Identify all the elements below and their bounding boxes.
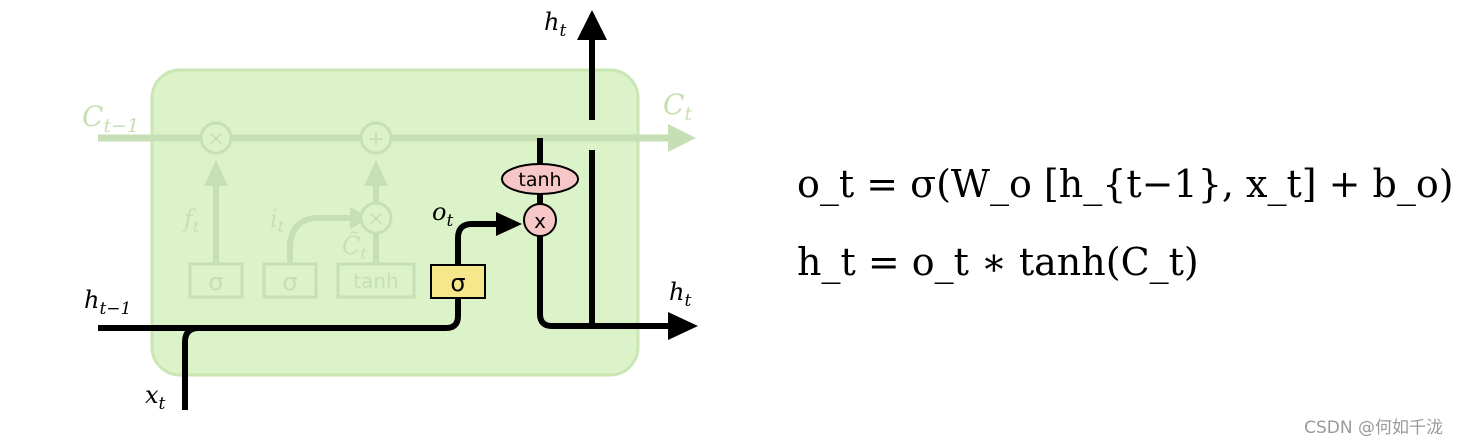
csdn-watermark: CSDN @何如千泷 [1304, 418, 1443, 438]
input-label: xt [145, 381, 166, 414]
lstm-cell-box [150, 68, 640, 377]
output-gate-sigma: σ [450, 269, 465, 297]
output-gate-to-multiply-path [455, 221, 500, 264]
output-multiply-op: x [523, 203, 557, 237]
active-paths [98, 38, 680, 410]
output-multiply-symbol: x [534, 209, 546, 233]
active-arrowheads [496, 10, 698, 340]
input-merge-path [182, 298, 461, 410]
hidden-out-top-label: ht [544, 8, 566, 41]
equation-hidden-state: h_t = o_t ∗ tanh(C_t) [797, 240, 1199, 285]
candidate-tanh-text: tanh [353, 269, 398, 293]
input-gate-label: it [270, 205, 285, 236]
hidden-out-top-arrow [577, 10, 607, 40]
into-multiply-arrow [496, 212, 522, 236]
cell-state-out-label: Ct [663, 88, 692, 125]
forget-multiply-symbol: × [208, 126, 225, 150]
pointwise-tanh-op: tanh [501, 163, 579, 195]
hidden-in-label: ht−1 [84, 286, 131, 319]
multiply-to-output-path [537, 236, 680, 329]
hidden-out-right-arrow [668, 312, 698, 340]
cell-add-symbol: + [367, 127, 385, 152]
forget-multiply-op: × [199, 121, 233, 155]
input-multiply-op: × [359, 201, 393, 235]
output-gate-layer: σ [430, 264, 486, 299]
pointwise-tanh-text: tanh [518, 169, 561, 191]
cell-state-in-label: Ct−1 [82, 100, 139, 137]
cell-add-op: + [359, 121, 393, 155]
equation-output-gate: o_t = σ(W_o [h_{t−1}, x_t] + b_o) [797, 162, 1454, 207]
input-gate-sigma: σ [282, 268, 297, 296]
output-gate-label: ot [432, 198, 453, 231]
candidate-label: C̃t [342, 232, 367, 263]
forget-gate-sigma: σ [208, 268, 223, 296]
input-multiply-symbol: × [368, 206, 385, 230]
forget-gate-layer: σ [188, 262, 244, 299]
hidden-out-right-label: ht [669, 278, 691, 311]
input-gate-layer: σ [262, 262, 318, 299]
candidate-tanh-layer: tanh [336, 262, 416, 299]
